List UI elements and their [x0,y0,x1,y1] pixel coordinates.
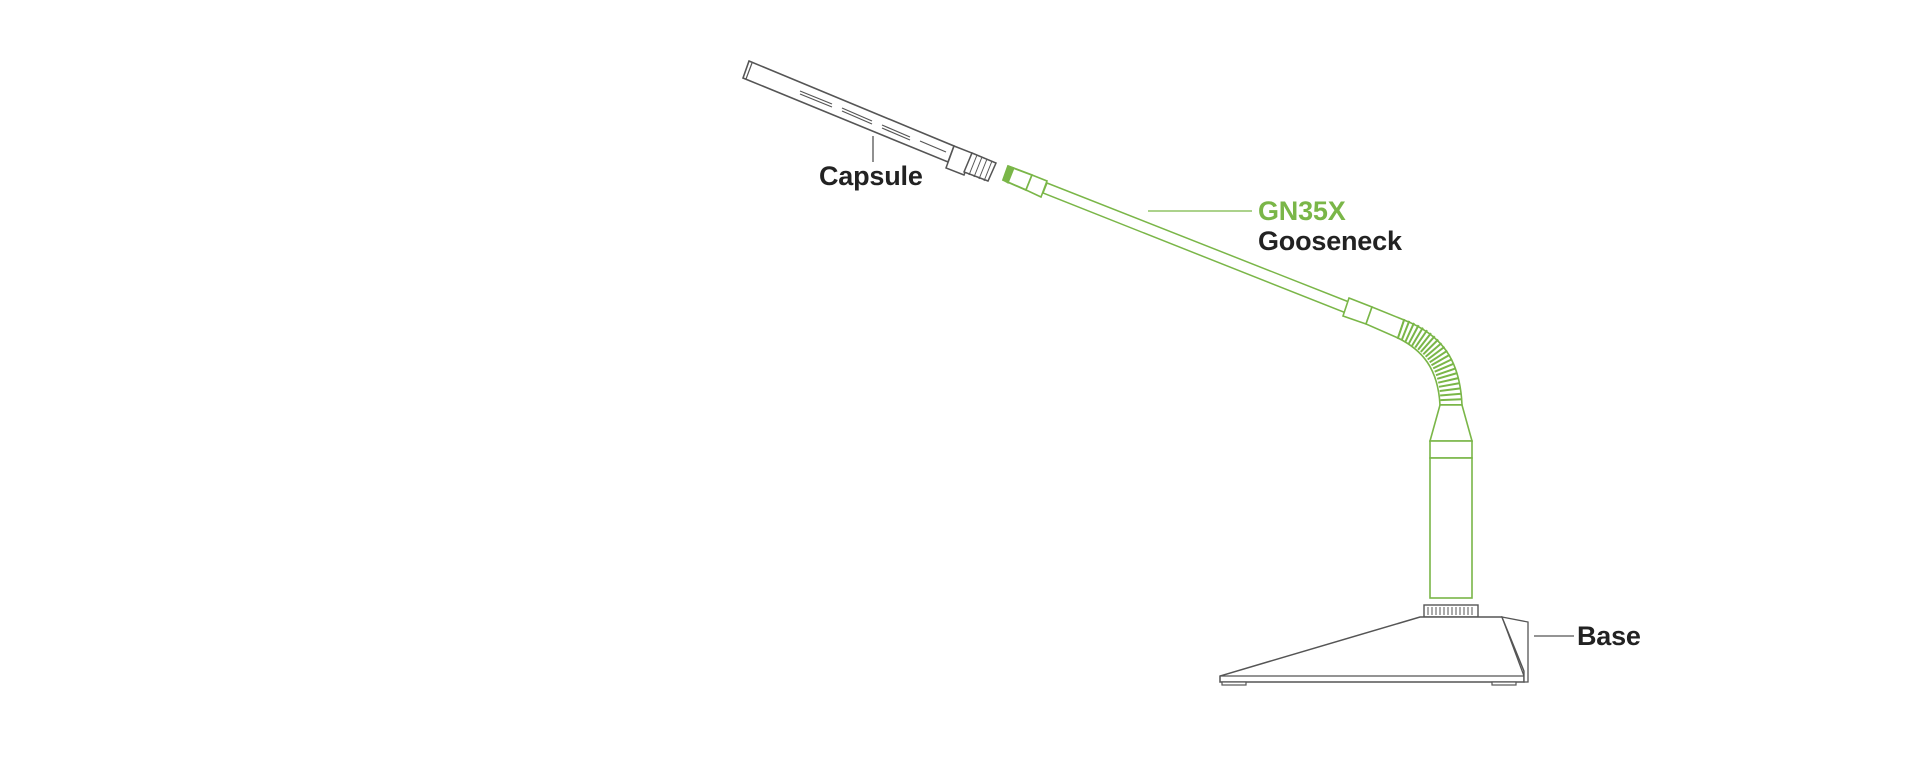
capsule-slot-3b [881,127,911,141]
gooseneck-coil-ring [1439,387,1461,392]
gooseneck-coil-ring [1438,382,1460,388]
capsule-thread-line-4 [983,160,993,182]
base-side-plate [1500,616,1529,683]
capsule-slot-1 [799,90,833,105]
gooseneck-label: Gooseneck [1258,226,1402,256]
gooseneck-coil-ring [1400,320,1411,341]
gooseneck-coil-ring [1435,367,1457,377]
gooseneck-coil-ring [1414,329,1428,349]
gooseneck-coil-ring [1440,392,1462,397]
base-label: Base [1577,621,1641,651]
capsule-part [741,59,997,182]
gooseneck-lower-collar-2 [1364,305,1405,340]
capsule-label: Capsule [819,161,923,191]
gooseneck-coil-ring [1434,362,1455,373]
gooseneck-part [1001,164,1474,599]
capsule-slot-4 [919,140,947,153]
base-nut-ridges [1427,607,1473,615]
capsule-thread-line-2 [973,156,983,178]
capsule-slot-3 [881,124,911,138]
gooseneck-lower-taper [1428,404,1474,442]
capsule-slot-1b [799,93,833,108]
base-body [1219,616,1525,683]
gooseneck-top-connector-band [1002,165,1015,184]
capsule-slot-2b [841,110,873,125]
capsule-slot-2 [841,107,873,122]
base-foot-right [1491,681,1517,686]
gooseneck-coil-ring [1396,318,1406,340]
gooseneck-coil-ring [1427,346,1446,361]
base-part [1219,604,1574,686]
capsule-tube [741,59,956,164]
gooseneck-lower-band [1429,440,1473,459]
gooseneck-coil-ring [1424,342,1443,358]
gooseneck-coil-ring [1404,322,1415,343]
gooseneck-coil-ring [1432,358,1453,370]
capsule-thread-line-1 [968,154,978,176]
gooseneck-coil-ring [1431,353,1451,367]
gooseneck-coil-ring [1417,332,1432,351]
gooseneck-coil-ring [1407,324,1420,345]
capsule-thread [963,152,997,182]
gooseneck-coil-ring [1411,327,1424,347]
gooseneck-coil-ring [1420,335,1436,353]
gooseneck-upper-collar [1024,173,1049,199]
gooseneck-coil-ring [1436,372,1458,380]
gooseneck-coils [1396,318,1462,406]
base-foot-left [1221,681,1247,686]
capsule-thread-line-3 [978,158,988,180]
capsule-end-cap [745,62,753,80]
gooseneck-coil-ring [1437,377,1459,384]
gooseneck-coil-ring [1440,398,1462,402]
gooseneck-lower-tube [1429,457,1473,599]
gooseneck-model-label: GN35X [1258,196,1346,226]
gooseneck-coil-ring [1429,349,1448,364]
gooseneck-coil-ring [1422,338,1439,356]
